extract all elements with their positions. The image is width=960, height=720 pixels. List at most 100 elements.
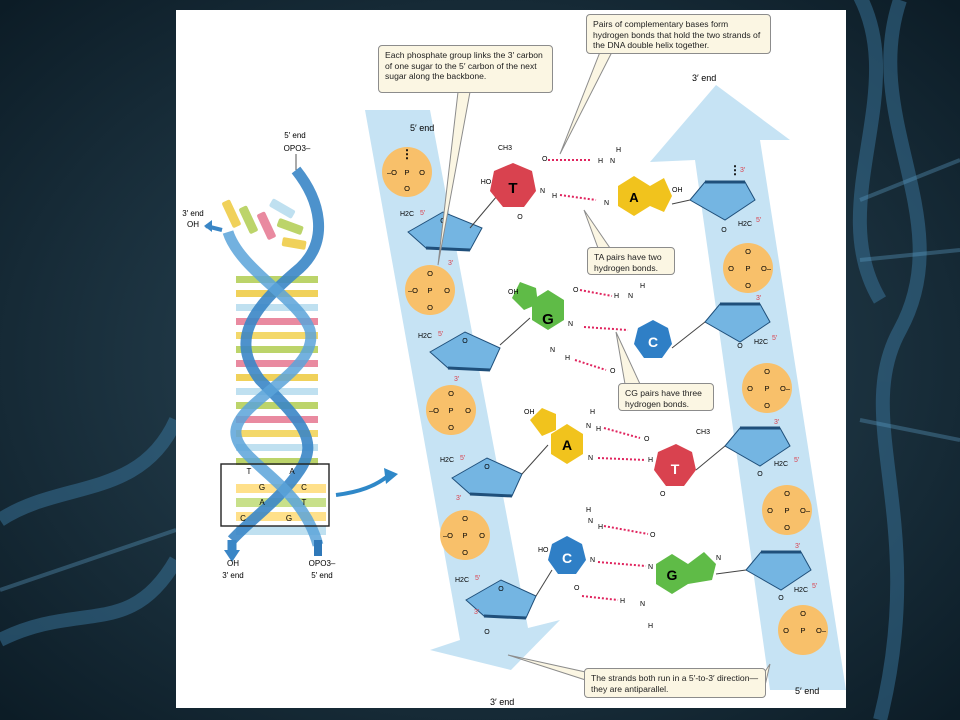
left-strand-5-end: 5′ end — [410, 123, 434, 133]
helix-unwound-bases — [222, 198, 307, 250]
svg-text:O: O — [427, 303, 433, 312]
svg-text:H2C: H2C — [794, 587, 808, 594]
box-pair-2-right: C — [301, 483, 307, 492]
svg-text:P: P — [764, 384, 769, 393]
thymine-ring — [654, 444, 696, 486]
svg-text:O: O — [484, 464, 490, 471]
svg-text:O: O — [573, 287, 579, 294]
svg-text:OH: OH — [672, 187, 683, 194]
svg-text:O: O — [574, 585, 580, 592]
callout-ta-pairs: TA pairs have two hydrogen bonds. — [587, 247, 675, 275]
svg-text:N: N — [648, 564, 653, 571]
svg-text:–O: –O — [443, 531, 453, 540]
thymine-label: T — [671, 461, 680, 477]
svg-text:H2C: H2C — [738, 221, 752, 228]
left-backbone-sugars: H2C 5′ O 3′ H2C 5′ O 3′ H2C 5′ O 3′ H2C … — [400, 210, 537, 636]
svg-text:H: H — [616, 147, 621, 154]
box-pair-3-left: A — [259, 498, 265, 507]
hydrogen-bonds — [548, 159, 597, 201]
helix-highlight-box — [220, 463, 330, 527]
right-strand-3-end: 3′ end — [692, 73, 716, 83]
helix-top-5-end-label: 5′ end — [284, 131, 306, 140]
svg-text:O: O — [462, 548, 468, 557]
svg-text:P: P — [448, 406, 453, 415]
callout-ta-pairs-text: TA pairs have two hydrogen bonds. — [594, 252, 662, 273]
guanine-label: G — [667, 567, 678, 583]
guanine-ring — [532, 290, 564, 330]
svg-text:O: O — [745, 247, 751, 256]
diagram-panel: 5′ end OPO3– 3′ end OH — [176, 10, 846, 708]
svg-text:5′: 5′ — [420, 210, 426, 217]
svg-text:H: H — [648, 457, 653, 464]
svg-text:N: N — [590, 557, 595, 564]
helix-bottom-3-end-label: 3′ end — [222, 571, 244, 580]
svg-text:O: O — [517, 214, 523, 221]
svg-text:O: O — [767, 506, 773, 515]
hydrogen-bonds — [597, 427, 647, 461]
callout-pointers — [437, 51, 771, 691]
svg-text:O: O — [448, 423, 454, 432]
adenine-ring-five — [650, 178, 672, 212]
svg-text:5′: 5′ — [460, 455, 466, 462]
helix-left-3-end-label: 3′ end — [182, 209, 204, 218]
box-pair-labels: T A G C A T C G — [240, 467, 307, 523]
box-pair-4-left: C — [240, 514, 246, 523]
right-backbone-sugars: ⋮ 3′ O H2C 5′ 3′ O H2C 5′ 3′ O H2C 5′ 3′… — [689, 163, 818, 602]
svg-text:O: O — [484, 629, 490, 636]
phosphate-group: O –O P O O — [405, 265, 455, 315]
svg-text:3′: 3′ — [774, 419, 780, 426]
phosphate-group: O O P O– — [778, 605, 828, 655]
phosphate-group: ⋮ –O P O O — [382, 147, 432, 197]
phosphate-group: O O P O– O — [762, 485, 812, 535]
svg-text:3′: 3′ — [454, 376, 460, 383]
svg-text:O: O — [745, 281, 751, 290]
svg-text:–O: –O — [387, 168, 397, 177]
svg-text:5′: 5′ — [812, 583, 818, 590]
svg-text:H2C: H2C — [440, 457, 454, 464]
svg-text:O–: O– — [780, 384, 791, 393]
svg-text:O: O — [419, 168, 425, 177]
svg-text:N: N — [610, 158, 615, 165]
svg-text:O: O — [404, 184, 410, 193]
base-pair-cytosine-guanine-2: C HO N H N O H O N H G N N H — [535, 507, 747, 630]
callout-complementary-bases-text: Pairs of complementary bases form hydrog… — [593, 19, 761, 50]
svg-text:N: N — [568, 321, 573, 328]
box-pair-4-right: G — [286, 514, 292, 523]
svg-text:O: O — [644, 436, 650, 443]
adenine-ring — [618, 176, 650, 216]
helix-bottom-oh-label: OH — [227, 559, 239, 568]
svg-text:5′: 5′ — [475, 575, 481, 582]
svg-text:N: N — [604, 200, 609, 207]
callout-cg-pairs-text: CG pairs have three hydrogen bonds. — [625, 388, 702, 409]
svg-text:H: H — [586, 507, 591, 514]
callout-antiparallel-text: The strands both run in a 5′-to-3′ direc… — [591, 673, 759, 694]
svg-text:O: O — [542, 156, 548, 163]
svg-text:HO: HO — [538, 547, 549, 554]
guanine-ring — [656, 554, 688, 594]
cytosine-label: C — [648, 334, 658, 350]
svg-text:O: O — [462, 514, 468, 523]
svg-text:H: H — [598, 524, 603, 531]
helix-top-opo3-label: OPO3– — [284, 144, 311, 153]
svg-text:N: N — [588, 455, 593, 462]
base-pair-adenine-thymine-2: A OH N H N H O H T CH3 O — [521, 408, 726, 498]
svg-text:O: O — [721, 227, 727, 234]
svg-text:H2C: H2C — [400, 211, 414, 218]
svg-text:O: O — [757, 471, 763, 478]
svg-text:H: H — [596, 426, 601, 433]
svg-text:H: H — [648, 623, 653, 630]
svg-text:3′: 3′ — [756, 295, 762, 302]
svg-text:H2C: H2C — [774, 461, 788, 468]
svg-text:–O: –O — [408, 286, 418, 295]
right-strand-5-end: 5′ end — [795, 686, 819, 696]
deoxyribose-sugar: H2C 5′ O 3′ — [418, 331, 501, 383]
deoxyribose-sugar: 3′ O H2C 5′ — [745, 543, 818, 602]
svg-text:CH3: CH3 — [498, 145, 512, 152]
guanine-ring-five — [512, 282, 538, 310]
svg-text:N: N — [540, 188, 545, 195]
svg-text:N: N — [628, 293, 633, 300]
svg-text:N: N — [588, 518, 593, 525]
adenine-ring-five — [530, 408, 556, 436]
phosphate-group: O –O P O O — [440, 510, 490, 560]
svg-text:⋮: ⋮ — [729, 163, 741, 177]
